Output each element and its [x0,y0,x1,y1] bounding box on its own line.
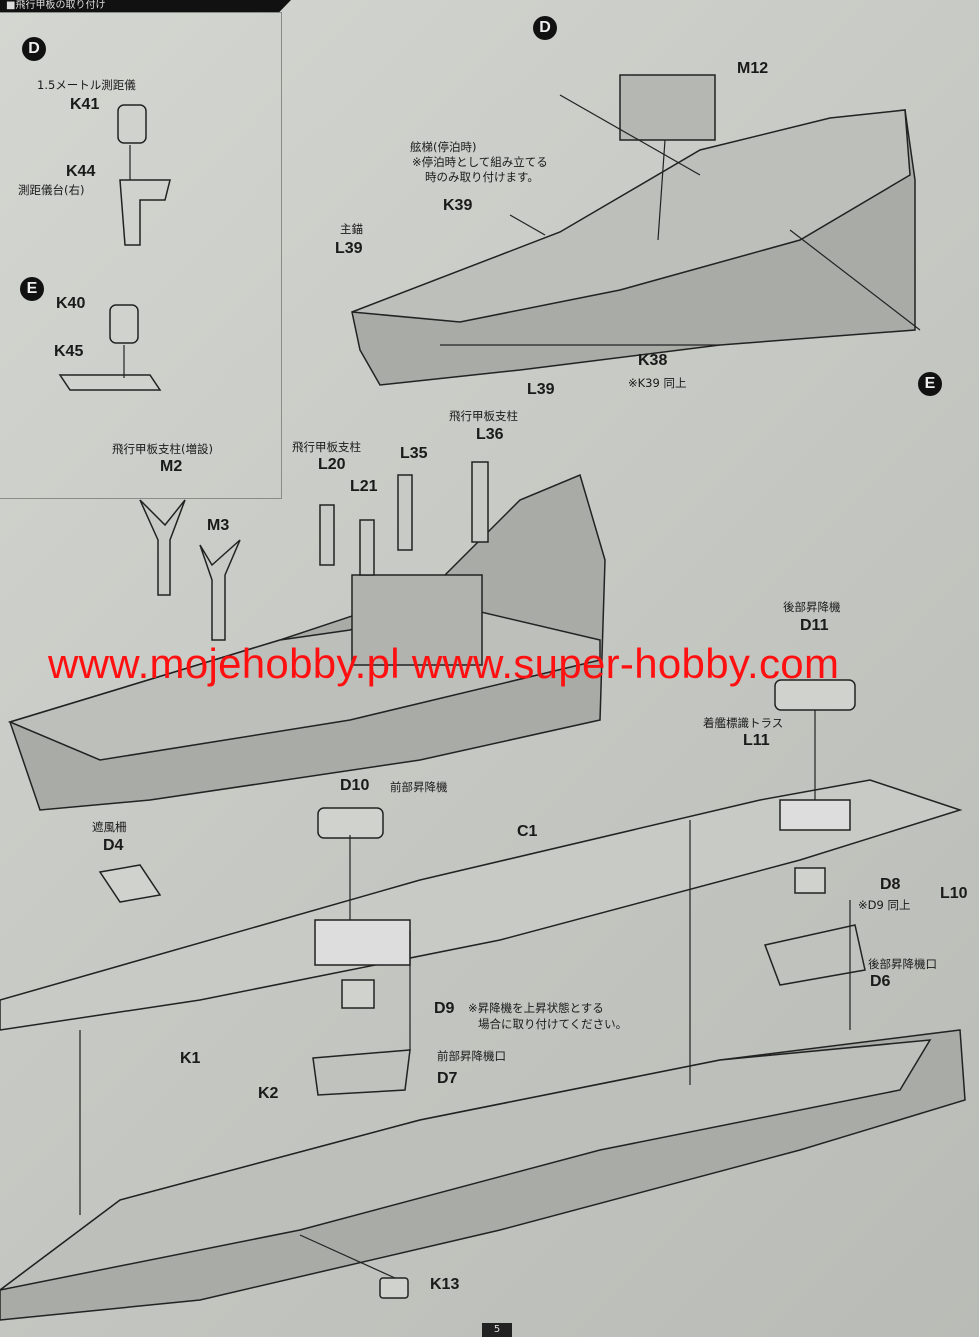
part-k44 [119,179,171,246]
label-k39: K39 [443,197,473,214]
label-d10: D10 [340,777,370,794]
label-k40: K40 [56,295,86,312]
part-d6 [763,924,866,986]
rear-well-note: 後部昇降機口 [868,957,937,971]
flight-deck-c1 [0,779,963,1031]
lift-opening-front [314,919,411,966]
d8-note: ※D9 同上 [858,898,911,912]
part-l35 [397,474,413,551]
label-m3: M3 [207,517,230,534]
label-l10: L10 [940,885,968,902]
part-k13 [379,1277,409,1299]
strut-l36-note: 飛行甲板支柱 [449,409,518,423]
part-d8 [794,867,826,894]
part-d7 [312,1049,411,1096]
label-m12: M12 [737,60,769,77]
ladder-note-2: ※停泊時として組み立てる [412,155,548,169]
part-l36 [471,461,489,543]
label-k2: K2 [258,1085,279,1102]
k44-note: 測距儀台(右) [18,183,85,197]
part-l21 [359,519,375,576]
marker-e-left: E [20,277,44,301]
ladder-note-1: 舷梯(停泊時) [410,140,477,154]
hangar-block [351,574,483,666]
part-l20 [319,504,335,566]
front-well-note: 前部昇降機口 [437,1049,506,1063]
strut-added-note: 飛行甲板支柱(増設) [112,442,213,456]
part-m3 [199,539,241,641]
label-l11: L11 [743,732,770,749]
label-l36: L36 [476,426,504,443]
page-number: 5 [482,1323,512,1337]
lower-deck [0,1039,932,1291]
truss-note: 着艦標識トラス [703,716,784,730]
part-k45 [58,374,162,391]
label-c1: C1 [517,823,538,840]
label-l35: L35 [400,445,428,462]
label-l21: L21 [350,478,378,495]
part-m12 [619,74,716,141]
part-d10 [317,807,384,839]
rear-elevator-note: 後部昇降機 [783,600,841,614]
subassembly-box [0,12,282,499]
label-d9: D9 [434,1000,455,1017]
marker-d-right: D [533,16,557,40]
label-l39-lower: L39 [527,381,555,398]
label-l20: L20 [318,456,346,473]
upper-deck [351,109,911,323]
label-k41: K41 [70,96,100,113]
label-d4: D4 [103,837,124,854]
k38-note: ※K39 同上 [628,376,687,390]
lift-opening-rear [779,799,851,831]
anchor-note: 主錨 [340,222,363,236]
label-k1: K1 [180,1050,201,1067]
label-d6: D6 [870,973,891,990]
label-k38: K38 [638,352,668,369]
label-k13: K13 [430,1276,460,1293]
windscreen-note: 遮風柵 [92,820,127,834]
label-d11: D11 [800,617,829,634]
part-d9 [341,979,375,1009]
label-k45: K45 [54,343,84,360]
ladder-note-3: 時のみ取り付けます。 [425,170,539,184]
label-m2: M2 [160,458,183,475]
marker-d-left: D [22,37,46,61]
label-k44: K44 [66,163,96,180]
watermark: www.mojehobby.pl www.super-hobby.com [48,640,840,687]
front-elevator-note: 前部昇降機 [390,780,448,794]
label-l39-upper: L39 [335,240,363,257]
part-m2 [139,499,186,596]
part-d4 [98,864,162,903]
label-d7: D7 [437,1070,458,1087]
d9-note-1: ※昇降機を上昇状態とする [468,1001,604,1015]
part-k41 [117,104,147,144]
marker-e-right: E [918,372,942,396]
section-header: ■飛行甲板の取り付け [0,0,291,12]
part-k40 [109,304,139,344]
d9-note-2: 場合に取り付けてください。 [478,1017,628,1031]
k41-note: 1.5メートル測距儀 [37,78,136,92]
label-d8: D8 [880,876,901,893]
strut-l20-note: 飛行甲板支柱 [292,440,361,454]
